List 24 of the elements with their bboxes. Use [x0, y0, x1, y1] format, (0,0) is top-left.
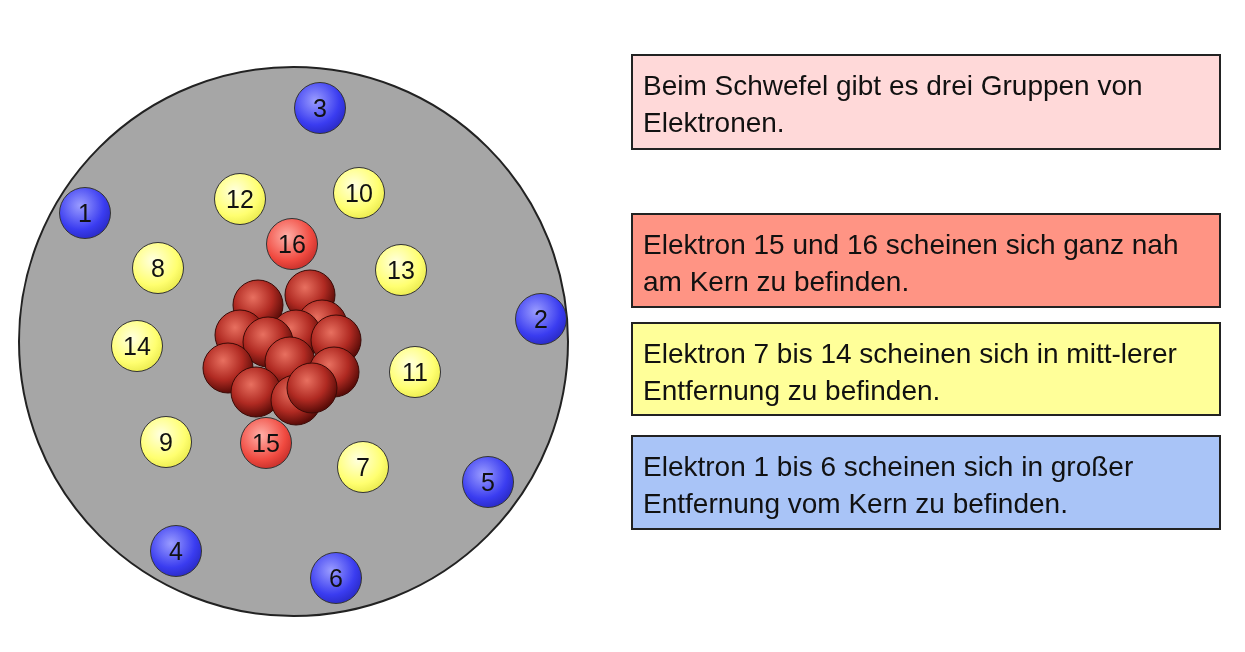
note-text: Elektron 1 bis 6 scheinen sich in großer Entfernung vom Kern zu befinden.: [643, 451, 1134, 519]
electron-ball: 7: [337, 441, 389, 493]
electron-ball: 10: [333, 167, 385, 219]
electron-ball: 13: [375, 244, 427, 296]
electron-ball: 2: [515, 293, 567, 345]
electron-ball: 8: [132, 242, 184, 294]
electron-ball: 4: [150, 525, 202, 577]
electron-ball: 9: [140, 416, 192, 468]
electron-ball: 1: [59, 187, 111, 239]
electron-ball: 3: [294, 82, 346, 134]
text-box: [631, 435, 1221, 530]
electron-ball: 5: [462, 456, 514, 508]
electron-ball: 15: [240, 417, 292, 469]
note-text: Elektron 7 bis 14 scheinen sich in mitt-lerer Entfernung zu befinden.: [643, 338, 1177, 406]
electron-ball: 11: [389, 346, 441, 398]
electron-ball: 6: [310, 552, 362, 604]
text-box: [631, 213, 1221, 308]
electron-ball: 16: [266, 218, 318, 270]
text-box: [631, 322, 1221, 416]
note-text: Beim Schwefel gibt es drei Gruppen von Elektronen.: [643, 70, 1143, 138]
electron-ball: 12: [214, 173, 266, 225]
electron-ball: 14: [111, 320, 163, 372]
note-text: Elektron 15 und 16 scheinen sich ganz nah am Kern zu befinden.: [643, 229, 1179, 297]
text-box: [631, 54, 1221, 150]
